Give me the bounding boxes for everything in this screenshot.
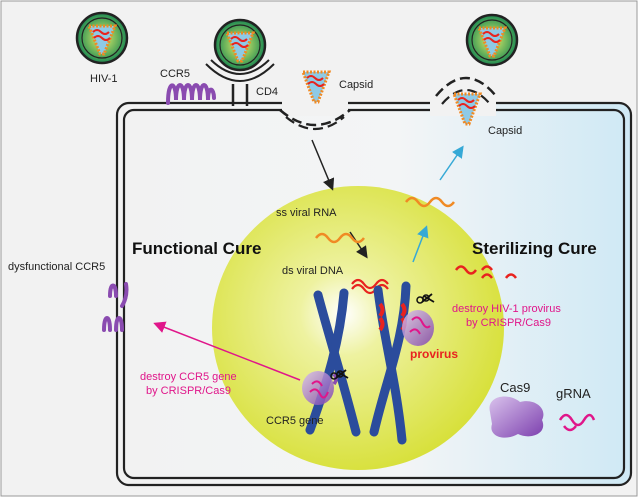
label-destroy-ccr5-2: by CRISPR/Cas9 bbox=[146, 385, 231, 397]
scissors-icon bbox=[330, 369, 349, 380]
ccr5-knockout-arrow bbox=[153, 321, 301, 381]
label-cas9: Cas9 bbox=[500, 380, 530, 395]
grna-strand bbox=[558, 413, 596, 432]
cut-dna-fragments bbox=[454, 265, 518, 279]
hiv-virion-left bbox=[75, 11, 129, 65]
chromosome-left bbox=[305, 288, 361, 437]
cas9-protein bbox=[489, 396, 544, 438]
reverse-transcription-arrow bbox=[349, 231, 368, 259]
exported-rna bbox=[405, 196, 455, 208]
label-cd4: CD4 bbox=[256, 86, 278, 98]
label-capsid-top: Capsid bbox=[339, 79, 373, 91]
cas9-complex-ccr5 bbox=[302, 371, 338, 405]
export-arrow-upper bbox=[439, 145, 464, 181]
label-sterilizing-cure: Sterilizing Cure bbox=[472, 239, 597, 258]
ss-viral-rna bbox=[315, 232, 365, 244]
ccr5-receptor bbox=[166, 83, 216, 105]
label-provirus: provirus bbox=[410, 347, 458, 361]
cd4-receptor bbox=[231, 84, 249, 106]
label-grna: gRNA bbox=[556, 386, 591, 401]
export-arrow-lower bbox=[412, 225, 429, 263]
scissors-icon bbox=[416, 293, 435, 304]
hiv-virion-bound bbox=[205, 18, 275, 82]
label-ds-dna: ds viral DNA bbox=[282, 265, 344, 277]
entry-arrow bbox=[311, 139, 335, 191]
cas9-complex-provirus bbox=[402, 310, 434, 346]
label-destroy-provirus-2: by CRISPR/Cas9 bbox=[466, 317, 551, 329]
label-capsid-right: Capsid bbox=[488, 125, 522, 137]
capsid-exiting bbox=[435, 76, 497, 126]
label-ccr5: CCR5 bbox=[160, 68, 190, 80]
capsid-entering bbox=[279, 70, 351, 130]
label-ccr5-gene: CCR5 gene bbox=[266, 415, 323, 427]
dysfunctional-ccr5 bbox=[102, 282, 129, 332]
label-ss-rna: ss viral RNA bbox=[276, 207, 337, 219]
label-hiv1: HIV-1 bbox=[90, 73, 118, 85]
label-destroy-provirus-1: destroy HIV-1 provirus bbox=[452, 303, 561, 315]
nucleus bbox=[212, 186, 504, 470]
label-destroy-ccr5-1: destroy CCR5 gene bbox=[140, 371, 237, 383]
hiv-virion-right bbox=[465, 13, 519, 67]
label-dysfunctional-ccr5: dysfunctional CCR5 bbox=[8, 261, 105, 273]
label-functional-cure: Functional Cure bbox=[132, 239, 261, 258]
ds-viral-dna bbox=[351, 278, 389, 295]
